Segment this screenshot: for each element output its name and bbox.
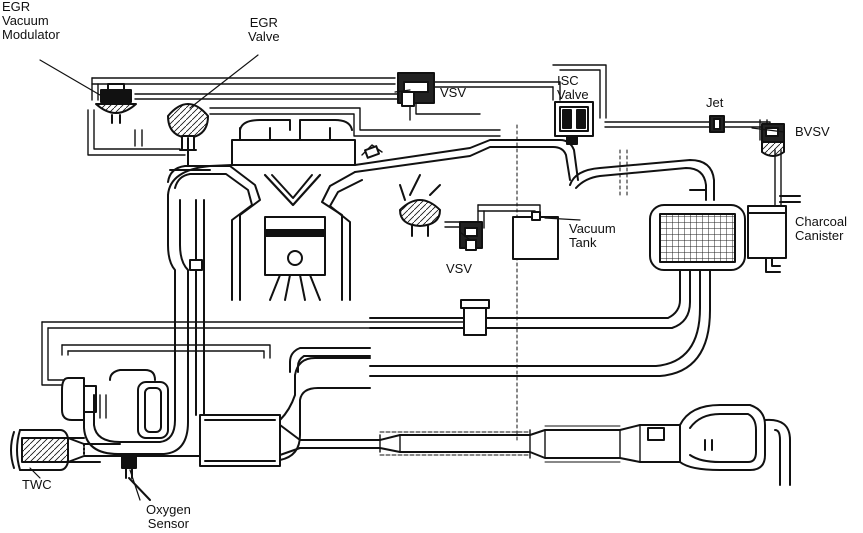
exhaust-pipe-main — [10, 357, 681, 471]
label-oxygen-sensor-line1: Oxygen — [146, 502, 191, 517]
label-bvsv-text: BVSV — [795, 124, 830, 139]
label-egr-vacuum-modulator-line1: EGR — [2, 0, 31, 14]
label-egr-vacuum-modulator-line3: Modulator — [2, 27, 60, 42]
label-vacuum-tank: Vacuum Tank — [569, 222, 616, 250]
label-vsv-bottom-text: VSV — [446, 261, 473, 276]
label-egr-vacuum-modulator-line2: Vacuum — [2, 13, 49, 28]
oxygen-sensor-component — [121, 455, 151, 501]
fitting-middle — [460, 299, 490, 336]
vsv-bottom-component — [459, 221, 483, 251]
intake-duct-right — [289, 159, 746, 377]
vacuum-diaphragm-left — [61, 377, 97, 421]
label-charcoal-canister-line1: Charcoal — [795, 214, 848, 229]
isc-valve-component — [554, 101, 594, 145]
label-egr-valve: EGR Valve — [248, 16, 280, 44]
label-charcoal-canister-line2: Canister — [795, 228, 844, 243]
label-bvsv: BVSV — [795, 125, 830, 139]
intake-actuator — [399, 174, 441, 237]
label-oxygen-sensor: Oxygen Sensor — [146, 503, 191, 531]
muffler-right — [679, 404, 791, 486]
label-vsv-bottom: VSV — [446, 262, 472, 276]
label-egr-valve-line1: EGR — [249, 15, 278, 30]
label-twc-text: TWC — [22, 477, 52, 492]
egr-valve-component — [167, 103, 209, 166]
engine-cylinder — [167, 165, 363, 301]
label-jet-text: Jet — [706, 95, 724, 110]
label-twc: TWC — [22, 478, 52, 492]
label-isc-valve-line1: ISC — [557, 73, 579, 88]
egr-vacuum-modulator-component — [95, 83, 137, 124]
label-jet: Jet — [706, 96, 723, 110]
intake-manifold — [167, 119, 579, 206]
vacuum-tank-component — [512, 211, 559, 260]
jet-component — [709, 115, 725, 133]
label-egr-valve-line2: Valve — [248, 29, 280, 44]
label-isc-valve-line2: Valve — [557, 87, 589, 102]
label-vsv-top: VSV — [440, 86, 466, 100]
label-vacuum-tank-line1: Vacuum — [569, 221, 616, 236]
label-charcoal-canister: Charcoal Canister — [795, 215, 847, 243]
exhaust-downpipe — [83, 194, 205, 455]
leader-lines — [29, 54, 785, 501]
label-oxygen-sensor-line2: Sensor — [147, 516, 189, 531]
label-vsv-top-text: VSV — [440, 85, 467, 100]
label-egr-vacuum-modulator: EGR Vacuum Modulator — [2, 0, 60, 42]
vsv-top-component — [397, 72, 435, 107]
charcoal-canister-component — [747, 195, 801, 273]
bvsv-component — [761, 123, 785, 157]
label-isc-valve: ISC Valve — [557, 74, 589, 102]
label-vacuum-tank-line2: Tank — [569, 235, 597, 250]
